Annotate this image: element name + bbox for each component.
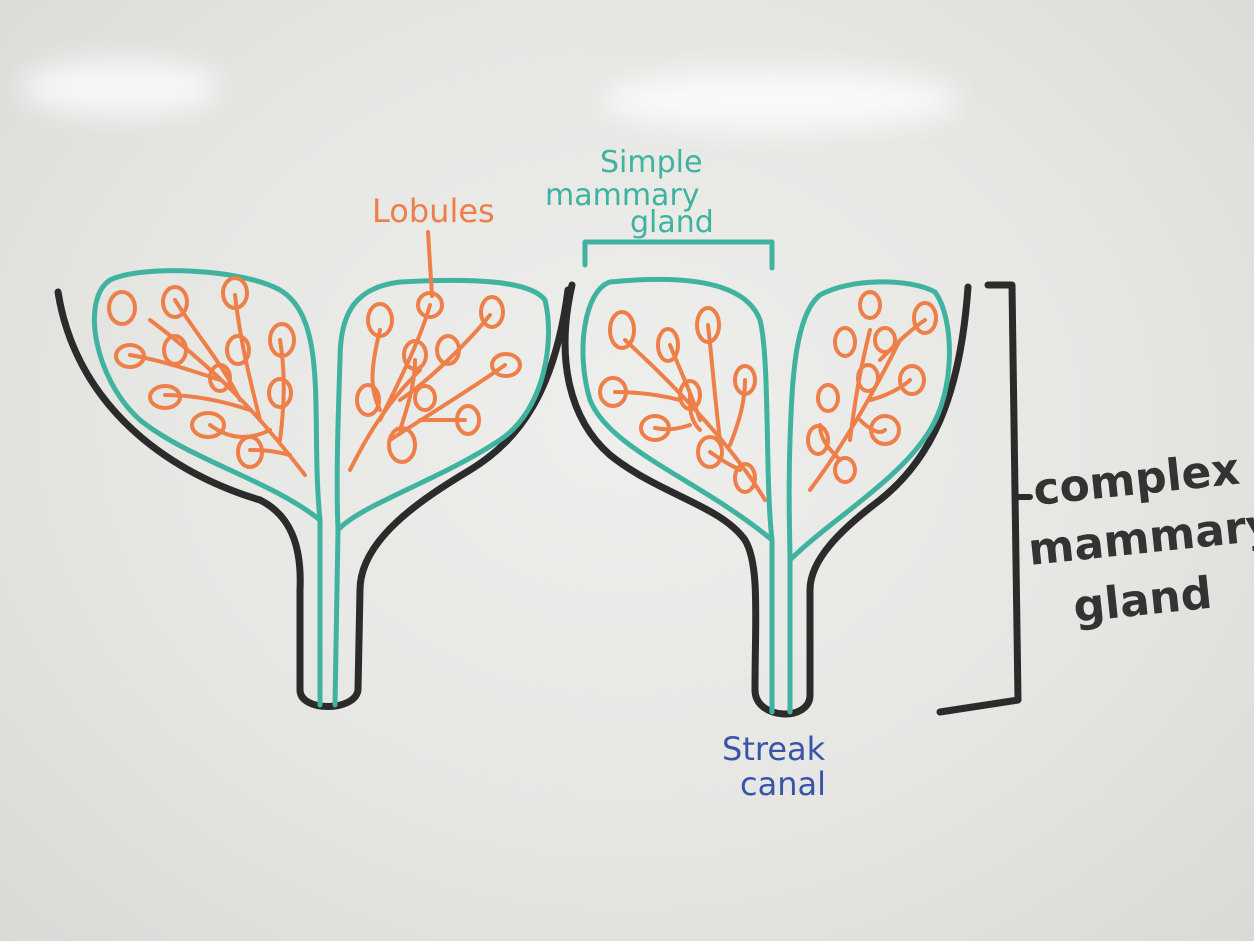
simple-gland-label-line3: gland	[630, 205, 714, 240]
simple-gland-label-line1: Simple	[600, 145, 702, 180]
left-gland-compartment-right	[335, 280, 549, 705]
lobules-label: Lobules	[372, 192, 495, 230]
simple-gland-bracket	[585, 242, 772, 268]
complex-gland-label-line3: gland	[1071, 568, 1215, 633]
streak-canal-label-line1: Streak	[722, 730, 826, 768]
left-gland-compartment-left	[94, 271, 320, 705]
lobules-pointer-line	[428, 232, 432, 296]
streak-canal-label-line2: canal	[740, 765, 826, 803]
